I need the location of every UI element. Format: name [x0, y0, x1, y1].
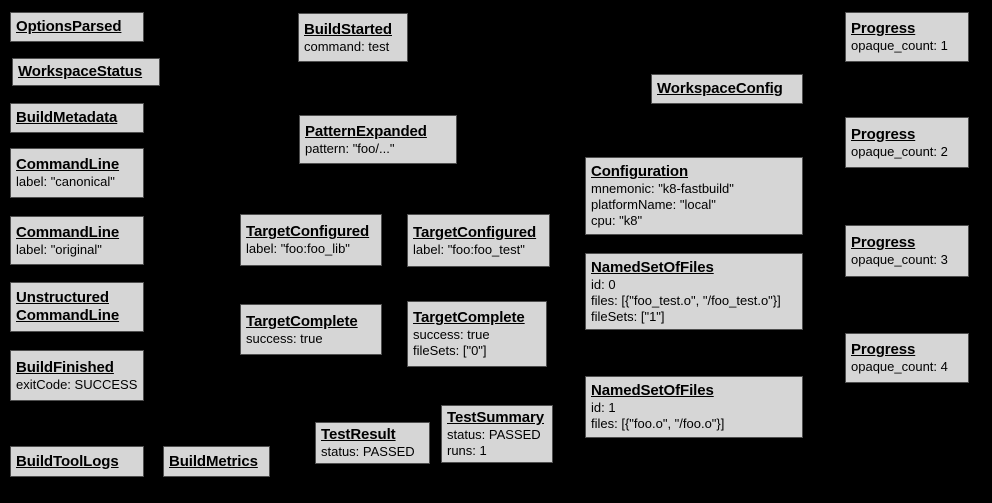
node-line: id: 0	[591, 276, 616, 292]
node-line: success: true	[413, 327, 490, 342]
node-title: Progress	[851, 234, 916, 251]
node-line: files: [{"foo_test.o", "/foo_test.o"}]	[591, 292, 781, 308]
node-line: platformName: "local"	[591, 197, 716, 212]
node-testsummary: TestSummary status: PASSED runs: 1	[441, 405, 553, 463]
node-title: Progress	[851, 20, 916, 37]
node-line: command: test	[304, 38, 390, 54]
node-title: Progress	[851, 341, 916, 358]
node-testresult: TestResult status: PASSED	[315, 422, 430, 464]
node-targetconfigured-foo-lib: TargetConfigured label: "foo:foo_lib"	[240, 214, 382, 266]
node-progress-4: Progress opaque_count: 4	[845, 333, 969, 383]
node-optionsparsed: OptionsParsed	[10, 12, 144, 42]
node-progress-3: Progress opaque_count: 3	[845, 225, 969, 277]
node-title: TargetComplete	[246, 312, 358, 330]
node-workspaceconfig: WorkspaceConfig	[651, 74, 803, 104]
node-line: opaque_count: 3	[851, 252, 948, 267]
node-title: BuildMetadata	[16, 109, 118, 126]
node-namedsetoffiles-1: NamedSetOfFiles id: 1 files: [{"foo.o", …	[585, 376, 803, 438]
node-title: Unstructured CommandLine	[16, 289, 120, 324]
node-line: success: true	[246, 330, 323, 346]
node-title: TestSummary	[447, 409, 544, 426]
node-targetcomplete-foo-test: TargetComplete success: true fileSets: […	[407, 301, 547, 367]
node-title: WorkspaceStatus	[18, 63, 143, 80]
node-buildmetadata: BuildMetadata	[10, 103, 144, 133]
node-line: mnemonic: "k8-fastbuild"	[591, 181, 734, 196]
node-title: NamedSetOfFiles	[591, 382, 714, 399]
node-title: BuildMetrics	[169, 452, 258, 470]
node-line: files: [{"foo.o", "/foo.o"}]	[591, 416, 725, 431]
node-title: PatternExpanded	[305, 122, 427, 140]
node-commandline-original: CommandLine label: "original"	[10, 216, 144, 265]
node-buildtoollogs: BuildToolLogs	[10, 446, 144, 477]
node-line: runs: 1	[447, 443, 487, 458]
node-title: TargetConfigured	[246, 223, 370, 240]
node-line: fileSets: ["0"]	[413, 343, 487, 358]
node-buildmetrics: BuildMetrics	[163, 446, 270, 477]
node-line: label: "canonical"	[16, 174, 115, 189]
node-progress-1: Progress opaque_count: 1	[845, 12, 969, 62]
node-buildstarted: BuildStarted command: test	[298, 13, 408, 62]
node-line: status: PASSED	[447, 427, 541, 442]
node-title: TargetConfigured	[413, 223, 537, 241]
node-line: opaque_count: 1	[851, 38, 948, 53]
node-title: Progress	[851, 125, 916, 143]
node-title: NamedSetOfFiles	[591, 258, 714, 276]
node-line: opaque_count: 4	[851, 359, 948, 374]
node-line: opaque_count: 2	[851, 143, 948, 159]
node-title: TargetComplete	[413, 309, 525, 326]
node-commandline-canonical: CommandLine label: "canonical"	[10, 148, 144, 198]
node-buildfinished: BuildFinished exitCode: SUCCESS	[10, 350, 144, 401]
node-line: fileSets: ["1"]	[591, 308, 665, 324]
node-line: exitCode: SUCCESS	[16, 376, 138, 392]
node-line: status: PASSED	[321, 444, 415, 459]
node-unstructuredcommandline: Unstructured CommandLine	[10, 282, 144, 332]
node-title: BuildStarted	[304, 20, 392, 38]
node-line: label: "original"	[16, 241, 102, 257]
node-title: CommandLine	[16, 223, 120, 241]
node-targetconfigured-foo-test: TargetConfigured label: "foo:foo_test"	[407, 214, 550, 267]
node-line: label: "foo:foo_test"	[413, 241, 525, 257]
node-line: cpu: "k8"	[591, 213, 643, 228]
node-title: TestResult	[321, 426, 396, 443]
node-title: CommandLine	[16, 156, 120, 173]
node-namedsetoffiles-0: NamedSetOfFiles id: 0 files: [{"foo_test…	[585, 253, 803, 330]
node-title: OptionsParsed	[16, 18, 122, 35]
node-line: label: "foo:foo_lib"	[246, 241, 350, 256]
node-line: pattern: "foo/..."	[305, 140, 395, 156]
node-title: WorkspaceConfig	[657, 80, 783, 97]
node-line: id: 1	[591, 400, 616, 415]
node-configuration: Configuration mnemonic: "k8-fastbuild" p…	[585, 157, 803, 235]
node-title: Configuration	[591, 163, 689, 180]
node-patternexpanded: PatternExpanded pattern: "foo/..."	[299, 115, 457, 164]
node-title: BuildFinished	[16, 358, 114, 376]
node-targetcomplete-foo-lib: TargetComplete success: true	[240, 304, 382, 355]
node-workspacestatus: WorkspaceStatus	[12, 58, 160, 86]
node-progress-2: Progress opaque_count: 2	[845, 117, 969, 168]
node-title: BuildToolLogs	[16, 452, 119, 470]
